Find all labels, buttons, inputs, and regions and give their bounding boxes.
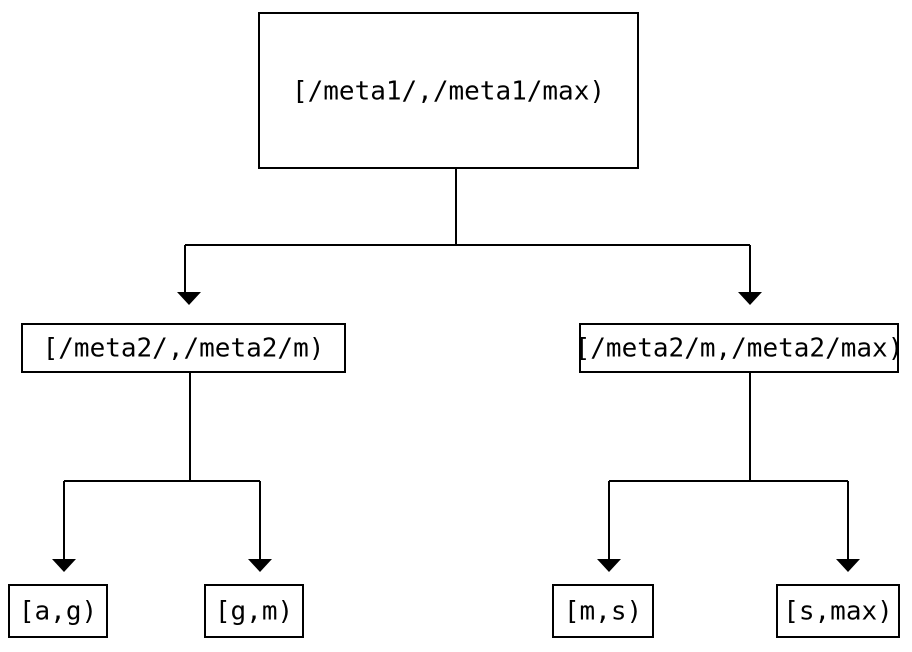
node-leaf-1-box [8, 584, 108, 638]
node-mid-left-label: [/meta2/,/meta2/m) [43, 334, 325, 364]
edge-root-to-mid-left-arrow-icon [177, 292, 201, 305]
node-mid-right[interactable]: [/meta2/m,/meta2/max) [575, 323, 904, 373]
node-leaf-3[interactable]: [m,s) [552, 584, 654, 638]
node-leaf-4[interactable]: [s,max) [776, 584, 900, 638]
node-root[interactable]: [/meta1/,/meta1/max) [258, 12, 639, 169]
node-root-box [258, 12, 639, 169]
node-mid-left[interactable]: [/meta2/,/meta2/m) [21, 323, 346, 373]
node-leaf-4-box [776, 584, 900, 638]
edge-group-root [177, 168, 762, 305]
edge-group-mid-left [52, 372, 272, 572]
node-mid-right-box [579, 323, 899, 373]
node-leaf-3-label: [m,s) [564, 597, 642, 627]
edge-root-to-mid-right-arrow-icon [738, 292, 762, 305]
node-leaf-4-label: [s,max) [783, 597, 893, 627]
edge-mid-right-to-leaf4-arrow-icon [836, 559, 860, 572]
node-leaf-2-label: [g,m) [215, 597, 293, 627]
node-root-label: [/meta1/,/meta1/max) [292, 77, 605, 107]
node-mid-right-label: [/meta2/m,/meta2/max) [575, 334, 904, 364]
node-leaf-1[interactable]: [a,g) [8, 584, 108, 638]
node-leaf-3-box [552, 584, 654, 638]
edge-mid-right-to-leaf3-arrow-icon [597, 559, 621, 572]
node-leaf-2[interactable]: [g,m) [204, 584, 304, 638]
edge-group-mid-right [597, 372, 860, 572]
edge-mid-left-to-leaf1-arrow-icon [52, 559, 76, 572]
node-leaf-1-label: [a,g) [19, 597, 97, 627]
node-mid-left-box [21, 323, 346, 373]
edge-mid-left-to-leaf2-arrow-icon [248, 559, 272, 572]
node-leaf-2-box [204, 584, 304, 638]
